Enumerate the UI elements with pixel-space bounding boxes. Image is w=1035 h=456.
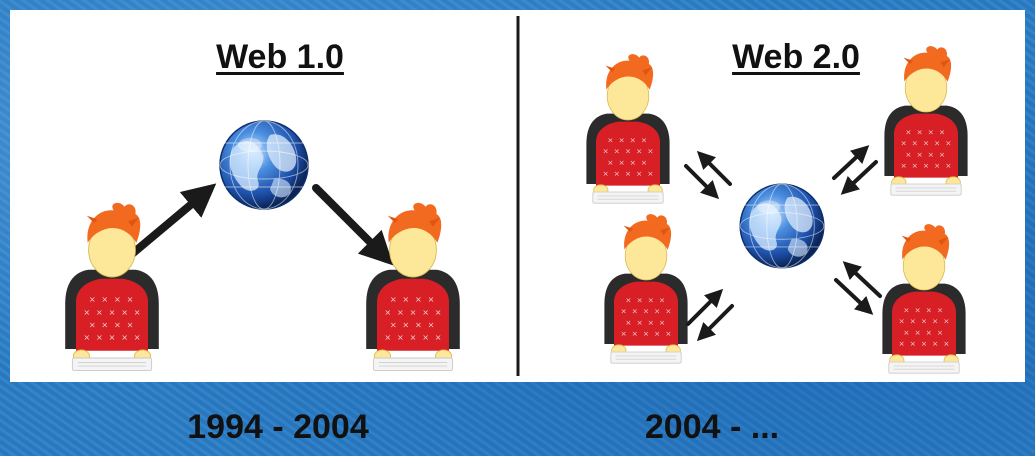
web1-era-label: 1994 - 2004 <box>187 408 369 446</box>
web2-era-label: 2004 - ... <box>644 408 780 446</box>
download-arrow <box>312 184 394 266</box>
web2-title: Web 2.0 <box>732 38 860 76</box>
user-icon <box>882 223 966 374</box>
globe-icon <box>219 120 309 210</box>
user-icon <box>604 213 688 364</box>
user-icon <box>586 53 670 204</box>
comparison-panel: ×××× ××××× ×××× ××××× <box>10 10 1025 382</box>
globe-icon <box>739 183 825 269</box>
exchange-arrows <box>832 145 878 195</box>
web1-title: Web 1.0 <box>216 38 344 76</box>
exchange-arrows <box>834 261 882 315</box>
upload-arrow <box>128 183 217 258</box>
user-icon <box>64 202 160 372</box>
exchange-arrows <box>684 150 732 200</box>
web-diagram: ×××× ××××× ×××× ××××× <box>64 16 968 376</box>
exchange-arrows <box>686 288 734 342</box>
user-icon <box>365 202 461 372</box>
